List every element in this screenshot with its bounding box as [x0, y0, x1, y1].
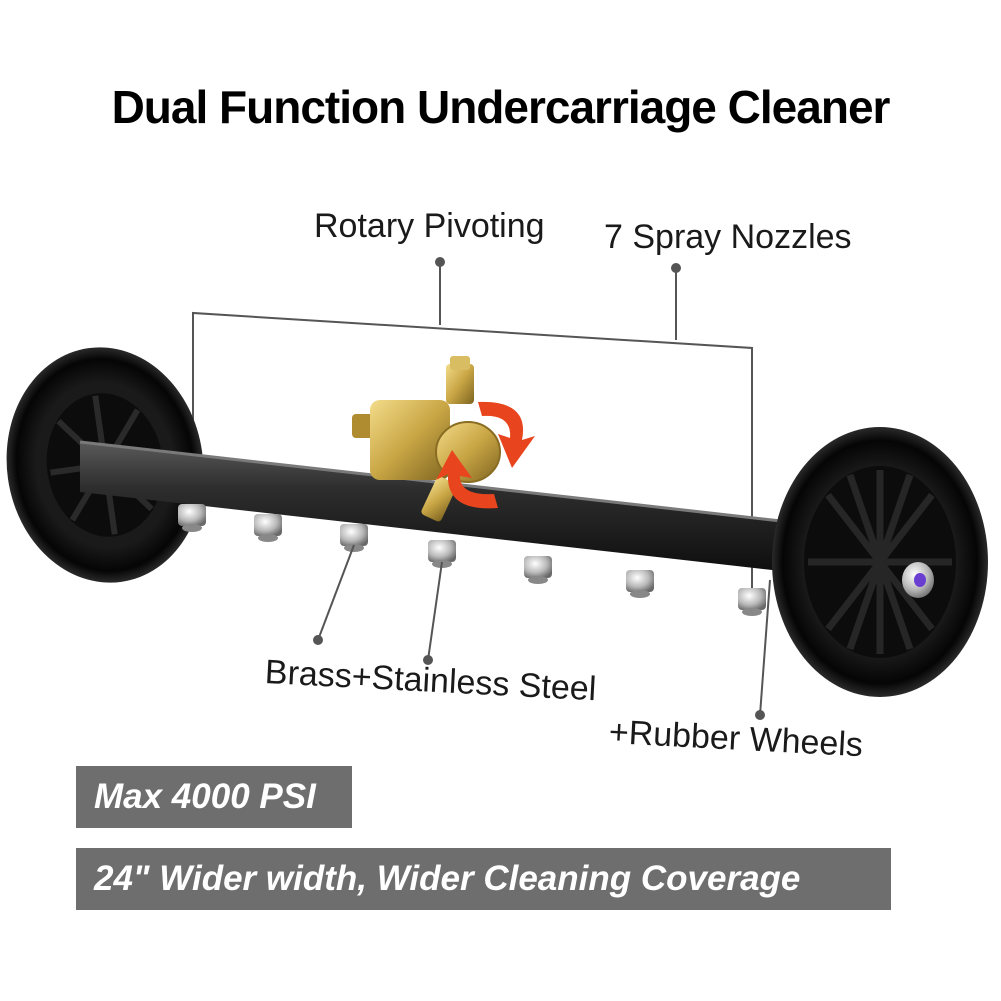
- width-banner: 24" Wider width, Wider Cleaning Coverage: [76, 848, 891, 910]
- max-psi-text: Max 4000 PSI: [94, 777, 316, 816]
- brass-swivel-fitting: [352, 356, 501, 522]
- callout-rotary-pivoting: Rotary Pivoting: [314, 207, 545, 245]
- right-wheel: [772, 427, 988, 697]
- max-psi-banner: Max 4000 PSI: [76, 766, 352, 828]
- page-title: Dual Function Undercarriage Cleaner: [111, 81, 891, 133]
- width-text: 24" Wider width, Wider Cleaning Coverage: [94, 859, 801, 898]
- material-leaders: [313, 544, 771, 720]
- rotation-arrows: [436, 401, 535, 509]
- spray-nozzles: [178, 504, 766, 616]
- callout-spray-nozzles: 7 Spray Nozzles: [604, 218, 852, 256]
- callout-bracket: [192, 257, 753, 600]
